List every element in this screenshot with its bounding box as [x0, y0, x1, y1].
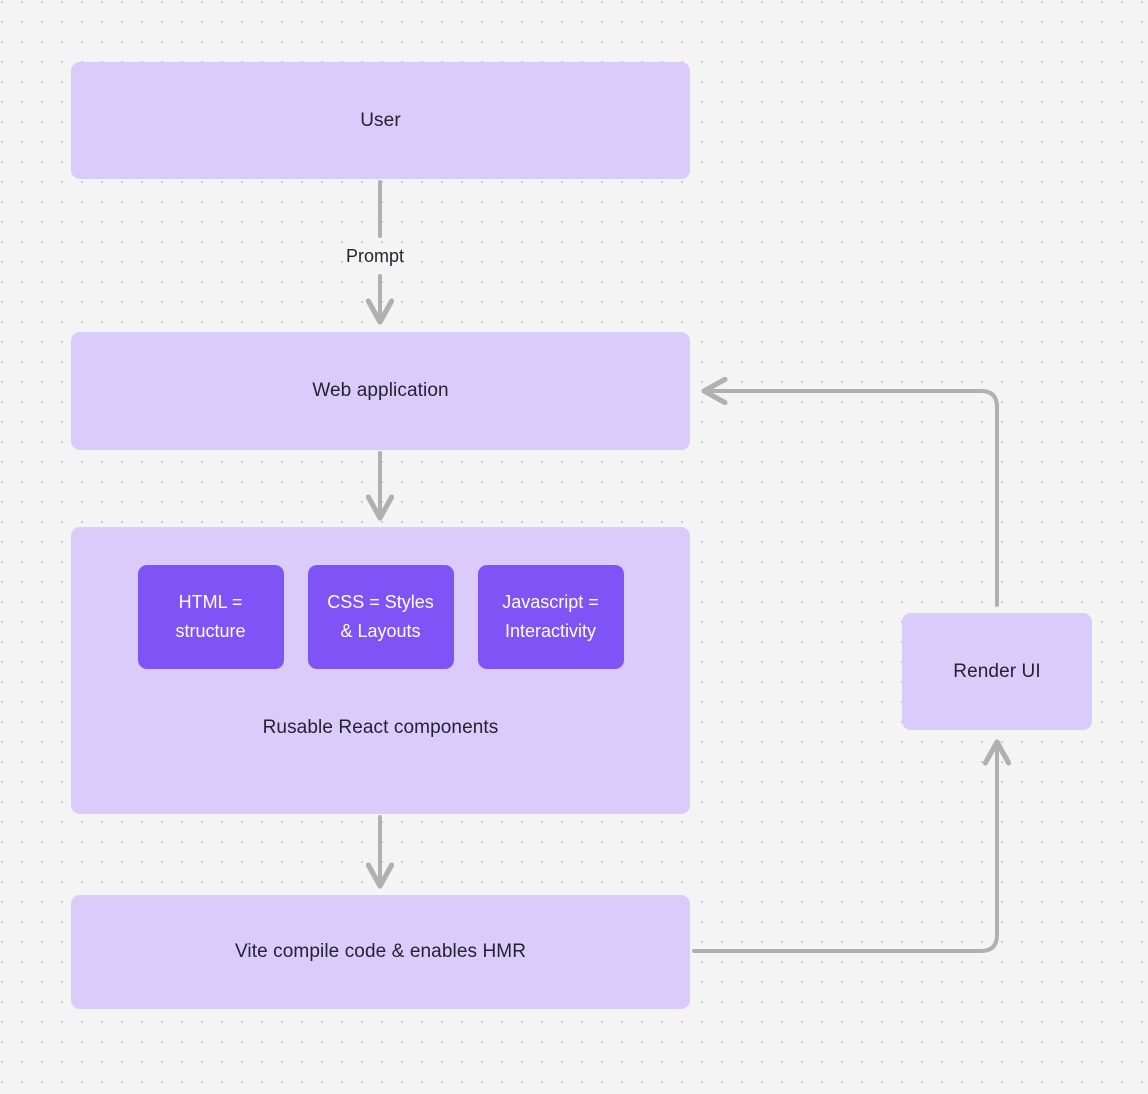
edge-vite-to-render [692, 742, 997, 953]
node-react-components-label: Rusable React components [262, 717, 499, 738]
node-vite[interactable]: Vite compile code & enables HMR [71, 895, 690, 1009]
node-render-ui-label: Render UI [953, 660, 1041, 682]
chip-html-line2: structure [175, 621, 246, 641]
chip-html-line1: HTML = [178, 592, 243, 613]
chip-javascript-line1: Javascript = [502, 592, 599, 613]
chip-javascript-label: Javascript = Interactivity [502, 588, 599, 646]
chip-css[interactable]: CSS = Styles & Layouts [307, 565, 454, 669]
chip-html-label: HTML = structure [175, 588, 245, 646]
node-web-application-label: Web application [312, 380, 449, 402]
node-user-label: User [360, 109, 401, 131]
chip-javascript-line2: Interactivity [504, 621, 596, 641]
chip-html[interactable]: HTML = structure [137, 565, 284, 669]
edge-render-to-webapp [704, 391, 999, 607]
chip-javascript[interactable]: Javascript = Interactivity [477, 565, 624, 669]
chip-css-label: CSS = Styles & Layouts [327, 588, 434, 646]
node-render-ui[interactable]: Render UI [902, 613, 1092, 730]
node-react-components[interactable]: HTML = structure CSS = Styles & Layouts Ja… [71, 527, 690, 814]
chip-css-line2: & Layouts [340, 621, 421, 641]
node-react-caption-wrap: Rusable React components [71, 715, 690, 741]
node-user[interactable]: User [71, 62, 690, 179]
node-web-application[interactable]: Web application [71, 332, 690, 450]
chip-row: HTML = structure CSS = Styles & Layouts Ja… [71, 565, 690, 669]
edge-label-prompt: Prompt [346, 246, 405, 266]
node-vite-label: Vite compile code & enables HMR [234, 941, 527, 963]
chip-css-line1: CSS = Styles [327, 592, 434, 613]
